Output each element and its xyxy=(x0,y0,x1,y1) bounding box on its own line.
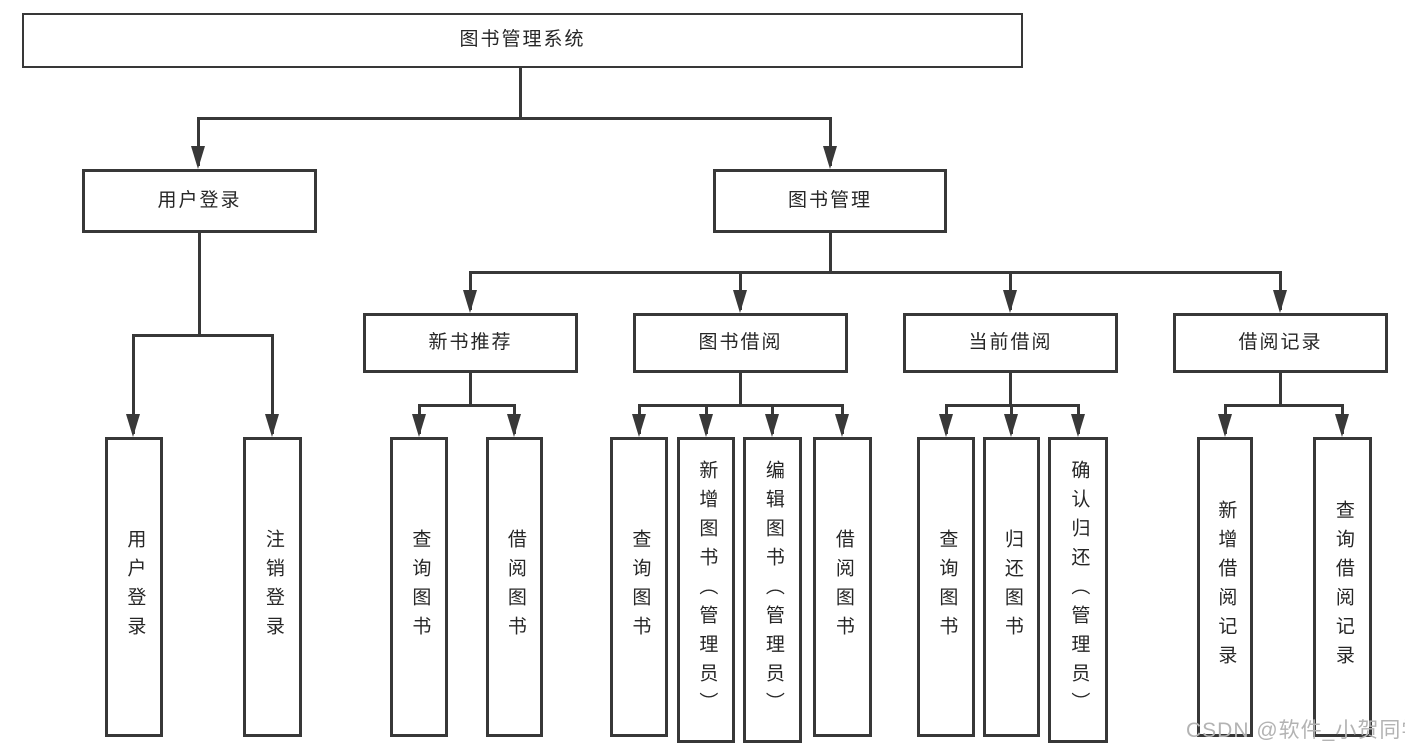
arrow-down-icon xyxy=(1335,414,1349,437)
connector-line xyxy=(1008,373,1012,405)
node-label: 当前借阅 xyxy=(968,331,1053,353)
arrow-down-icon xyxy=(265,414,279,437)
node-leaf-borrow-books-1: 借阅图书 xyxy=(486,437,543,737)
node-user-login-branch: 用户登录 xyxy=(82,169,317,233)
node-leaf-borrow-books-2: 借阅图书 xyxy=(813,437,872,737)
connector-line xyxy=(196,116,832,120)
node-label: 新书推荐 xyxy=(428,331,513,353)
node-label: 借阅记录 xyxy=(1238,331,1323,353)
node-leaf-user-login: 用户登录 xyxy=(105,437,163,737)
arrow-down-icon xyxy=(939,414,953,437)
arrow-down-icon xyxy=(823,146,837,169)
arrow-down-icon xyxy=(1003,290,1017,313)
node-leaf-edit-book-admin: 编辑图书（管理员） xyxy=(743,437,802,743)
arrow-down-icon xyxy=(699,414,713,437)
connector-line xyxy=(131,335,135,434)
node-label: 图书管理 xyxy=(787,189,872,211)
arrow-down-icon xyxy=(463,290,477,313)
connector-line xyxy=(196,118,200,166)
node-leaf-add-book-admin: 新增图书（管理员） xyxy=(677,437,735,743)
node-book-management-branch: 图书管理 xyxy=(713,169,947,233)
connector-line xyxy=(828,233,832,272)
arrow-down-icon xyxy=(412,414,426,437)
node-leaf-query-books-1: 查询图书 xyxy=(390,437,448,737)
node-leaf-query-books-2: 查询图书 xyxy=(610,437,668,737)
node-label: 借阅图书 xyxy=(504,529,526,645)
node-label: 编辑图书（管理员） xyxy=(762,459,784,721)
arrow-down-icon xyxy=(191,146,205,169)
node-leaf-return-books: 归还图书 xyxy=(983,437,1040,737)
connector-line xyxy=(518,68,522,118)
node-label: 新增借阅记录 xyxy=(1215,500,1237,674)
connector-line xyxy=(1278,373,1282,405)
node-label: 查询图书 xyxy=(936,529,958,645)
connector-line xyxy=(468,270,1282,274)
arrow-down-icon xyxy=(835,414,849,437)
node-leaf-query-books-3: 查询图书 xyxy=(917,437,975,737)
connector-line xyxy=(738,373,742,405)
node-leaf-add-borrow-record: 新增借阅记录 xyxy=(1197,437,1253,737)
node-label: 新增图书（管理员） xyxy=(696,459,718,721)
node-leaf-logout: 注销登录 xyxy=(243,437,302,737)
arrow-down-icon xyxy=(733,290,747,313)
connector-line xyxy=(197,233,201,335)
node-borrowing-records: 借阅记录 xyxy=(1173,313,1388,373)
node-current-borrowing: 当前借阅 xyxy=(903,313,1118,373)
node-label: 注销登录 xyxy=(262,529,284,645)
connector-line xyxy=(828,118,832,166)
arrow-down-icon xyxy=(1004,414,1018,437)
connector-line xyxy=(637,403,844,407)
node-new-book-recommend: 新书推荐 xyxy=(363,313,578,373)
csdn-watermark: CSDN @软件_小贺同学 xyxy=(1186,719,1405,742)
connector-line xyxy=(468,373,472,405)
node-book-borrowing: 图书借阅 xyxy=(633,313,848,373)
node-label: 查询借阅记录 xyxy=(1332,500,1354,674)
arrow-down-icon xyxy=(1273,290,1287,313)
node-label: 图书管理系统 xyxy=(459,29,586,51)
arrow-down-icon xyxy=(1218,414,1232,437)
node-root: 图书管理系统 xyxy=(22,13,1023,68)
connector-line xyxy=(417,403,516,407)
node-label: 确认归还（管理员） xyxy=(1068,459,1090,721)
node-label: 用户登录 xyxy=(157,189,242,211)
node-label: 图书借阅 xyxy=(698,331,783,353)
node-label: 归还图书 xyxy=(1001,529,1023,645)
node-label: 查询图书 xyxy=(629,529,651,645)
node-leaf-query-borrow-record: 查询借阅记录 xyxy=(1313,437,1372,737)
connector-line xyxy=(270,335,274,434)
node-label: 查询图书 xyxy=(409,529,431,645)
node-leaf-confirm-return-admin: 确认归还（管理员） xyxy=(1048,437,1108,743)
node-label: 借阅图书 xyxy=(832,529,854,645)
arrow-down-icon xyxy=(765,414,779,437)
arrow-down-icon xyxy=(1071,414,1085,437)
node-label: 用户登录 xyxy=(124,529,146,645)
arrow-down-icon xyxy=(632,414,646,437)
connector-line xyxy=(1223,403,1344,407)
arrow-down-icon xyxy=(507,414,521,437)
connector-line xyxy=(131,333,274,337)
arrow-down-icon xyxy=(126,414,140,437)
